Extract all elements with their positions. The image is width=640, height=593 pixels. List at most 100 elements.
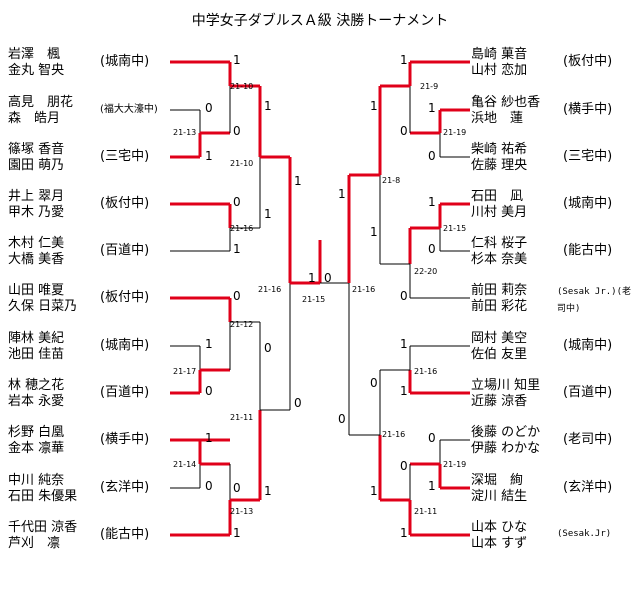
right-score: 0 [400,459,408,473]
right-team-school: (板付中) [563,54,613,69]
match-score-label: 21-19 [443,460,467,469]
right-score: 1 [400,384,408,398]
right-score: 1 [338,187,346,201]
left-score: 1 [264,484,272,498]
left-score: 1 [233,526,241,540]
left-team-player2: 森 皓月 [8,111,61,126]
left-team-school: (板付中) [100,196,150,211]
right-team-player2: 前田 彩花 [471,299,528,314]
right-team-player1: 仁科 桜子 [471,236,528,251]
right-team-player2: 佐藤 理央 [471,158,528,173]
left-score: 1 [264,99,272,113]
match-score-label: 21-12 [230,320,254,329]
left-team-player2: 甲木 乃愛 [8,205,65,220]
left-score: 1 [294,174,302,188]
left-team-school: (板付中) [100,290,150,305]
left-score: 0 [233,195,241,209]
right-team-player2: 杉本 奈美 [471,252,528,267]
right-score: 1 [428,101,436,115]
left-score: 1 [264,207,272,221]
match-score-label: 21-14 [173,460,197,469]
right-team-school: (三宅中) [563,149,613,164]
left-team-player2: 金丸 智央 [8,63,65,78]
right-team-school: (城南中) [563,196,613,211]
right-team-player2: 淀川 結生 [471,489,528,504]
left-score: 1 [205,149,213,163]
left-score: 0 [205,101,213,115]
left-score: 0 [205,384,213,398]
right-team-player1: 亀谷 紗也香 [471,95,541,110]
left-team-school: (玄洋中) [100,480,150,495]
right-score: 1 [400,53,408,67]
left-team-player1: 中川 純奈 [8,473,65,488]
match-score-label: 21-13 [173,128,197,137]
match-score-label: 21-16 [230,224,254,233]
left-score: 1 [205,431,213,445]
right-score: 0 [428,149,436,163]
left-team-school: (城南中) [100,54,150,69]
left-team-school: (福大大濠中) [100,104,158,115]
match-score-label: 21-11 [414,507,438,516]
right-team-school: (能古中) [563,243,613,258]
left-score: 0 [205,479,213,493]
match-score-label: 21-11 [230,413,254,422]
left-score: 0 [264,341,272,355]
match-score-label: 22-20 [414,267,438,276]
right-team-player2: 伊藤 わかな [471,441,541,456]
match-score-label: 21-16 [414,367,438,376]
left-team-player1: 篠塚 香音 [8,142,65,157]
left-team-player2: 久保 日菜乃 [8,299,78,314]
match-score-label: 21-9 [420,82,439,91]
right-team-player2: 近藤 涼香 [471,394,528,409]
left-team-school: (城南中) [100,338,150,353]
right-team-player1: 立場川 知里 [471,378,541,393]
match-score-label: 21-10 [230,82,254,91]
right-score: 0 [400,289,408,303]
left-team-school: (百道中) [100,243,150,258]
left-score: 1 [205,337,213,351]
left-team-player1: 高見 朋花 [8,95,74,110]
right-score: 0 [428,431,436,445]
left-team-player1: 岩澤 楓 [8,47,61,62]
match-score-label: 21-16 [258,285,282,294]
right-team-player2: 佐伯 友里 [471,347,528,362]
match-score-label: 21-17 [173,367,197,376]
right-team-school: (玄洋中) [563,480,613,495]
right-score: 1 [370,484,378,498]
final-score-right: 0 [324,271,332,285]
left-team-player1: 杉野 白凰 [8,425,65,440]
right-score: 0 [400,124,408,138]
right-score: 1 [428,479,436,493]
left-team-player2: 池田 佳苗 [8,347,65,362]
left-score: 0 [233,481,241,495]
left-team-school: (能古中) [100,527,150,542]
right-score: 1 [428,195,436,209]
right-team-player1: 深堀 絢 [471,473,524,488]
left-team-school: (百道中) [100,385,150,400]
right-score: 0 [370,376,378,390]
left-team-school: (三宅中) [100,149,150,164]
left-team-player1: 林 穂之花 [8,378,65,393]
match-score-label: 21-15 [443,224,467,233]
right-team-player2: 川村 美月 [471,205,528,220]
right-team-player1: 岡村 美空 [471,331,528,346]
match-score-label: 21-10 [230,159,254,168]
left-team-player1: 木村 仁美 [8,236,65,251]
left-team-school: (横手中) [100,432,150,447]
right-team-player1: 山本 ひな [471,520,528,535]
match-score-label: 21-15 [302,295,326,304]
match-score-label: 21-8 [382,176,401,185]
left-team-player2: 芦刈 凛 [8,536,61,551]
left-team-player1: 陣林 美紀 [8,331,65,346]
right-team-school: (Sesak Jr.)(老司中) [557,287,632,314]
right-team-player1: 後藤 のどか [471,425,541,440]
right-team-player1: 島崎 菓音 [471,47,528,62]
right-score: 0 [338,412,346,426]
right-team-school: (百道中) [563,385,613,400]
left-score: 1 [233,242,241,256]
match-score-label: 21-19 [443,128,467,137]
left-team-player1: 山田 唯夏 [8,283,65,298]
match-score-label: 21-13 [230,507,254,516]
left-team-player2: 大橋 美香 [8,252,65,267]
